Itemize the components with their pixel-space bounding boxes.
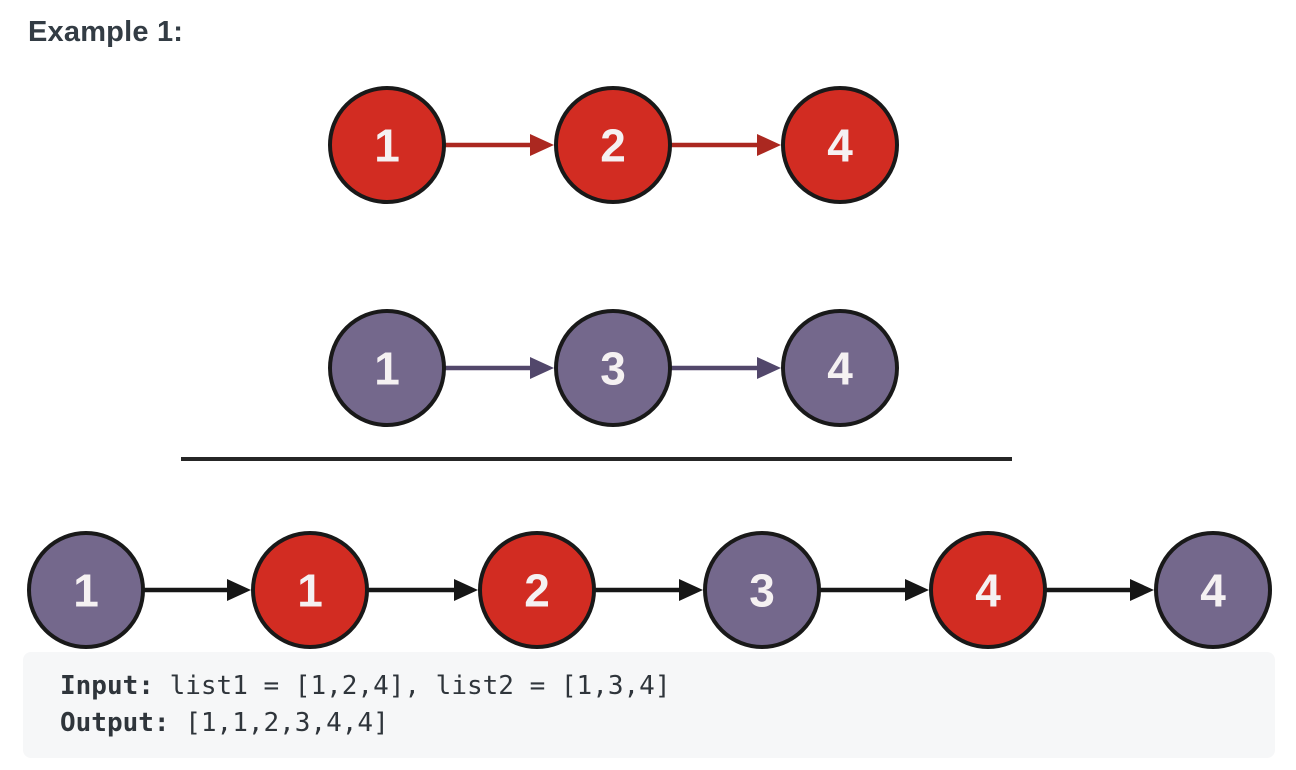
list-node-value: 1 — [374, 120, 400, 172]
output-label: Output: — [60, 708, 170, 738]
list-node-merged — [1154, 531, 1272, 649]
list-node-value: 2 — [524, 565, 550, 617]
next-pointer-arrowhead — [1130, 579, 1154, 601]
next-pointer-arrowhead — [757, 134, 781, 156]
list-node-value: 1 — [73, 565, 99, 617]
list-node-value: 4 — [827, 120, 853, 172]
list-node-list1 — [781, 86, 899, 204]
list-node-list2 — [781, 309, 899, 427]
next-pointer-arrowhead — [454, 579, 478, 601]
list-node-list2 — [554, 309, 672, 427]
list-node-list1 — [328, 86, 446, 204]
next-pointer-arrowhead — [679, 579, 703, 601]
list-node-merged — [251, 531, 369, 649]
list-node-value: 3 — [749, 565, 775, 617]
list-node-value: 2 — [600, 120, 626, 172]
list-node-list1 — [554, 86, 672, 204]
list-node-value: 4 — [975, 565, 1001, 617]
output-line: Output: [1,1,2,3,4,4] — [60, 705, 1275, 742]
list-node-merged — [27, 531, 145, 649]
list-node-value: 4 — [827, 343, 853, 395]
example-io-block: Input: list1 = [1,2,4], list2 = [1,3,4] … — [23, 652, 1275, 758]
input-line: Input: list1 = [1,2,4], list2 = [1,3,4] — [60, 668, 1275, 705]
input-label: Input: — [60, 671, 154, 701]
list-node-merged — [929, 531, 1047, 649]
example-heading: Example 1: — [28, 16, 184, 48]
list-node-value: 1 — [374, 343, 400, 395]
next-pointer-arrowhead — [530, 357, 554, 379]
list-node-merged — [478, 531, 596, 649]
list-node-list2 — [328, 309, 446, 427]
output-value: [1,1,2,3,4,4] — [169, 708, 389, 738]
list-node-value: 3 — [600, 343, 626, 395]
next-pointer-arrowhead — [905, 579, 929, 601]
next-pointer-arrowhead — [757, 357, 781, 379]
input-value: list1 = [1,2,4], list2 = [1,3,4] — [153, 671, 671, 701]
next-pointer-arrowhead — [530, 134, 554, 156]
list-node-merged — [703, 531, 821, 649]
list-node-value: 1 — [297, 565, 323, 617]
list-node-value: 4 — [1200, 565, 1226, 617]
next-pointer-arrowhead — [227, 579, 251, 601]
